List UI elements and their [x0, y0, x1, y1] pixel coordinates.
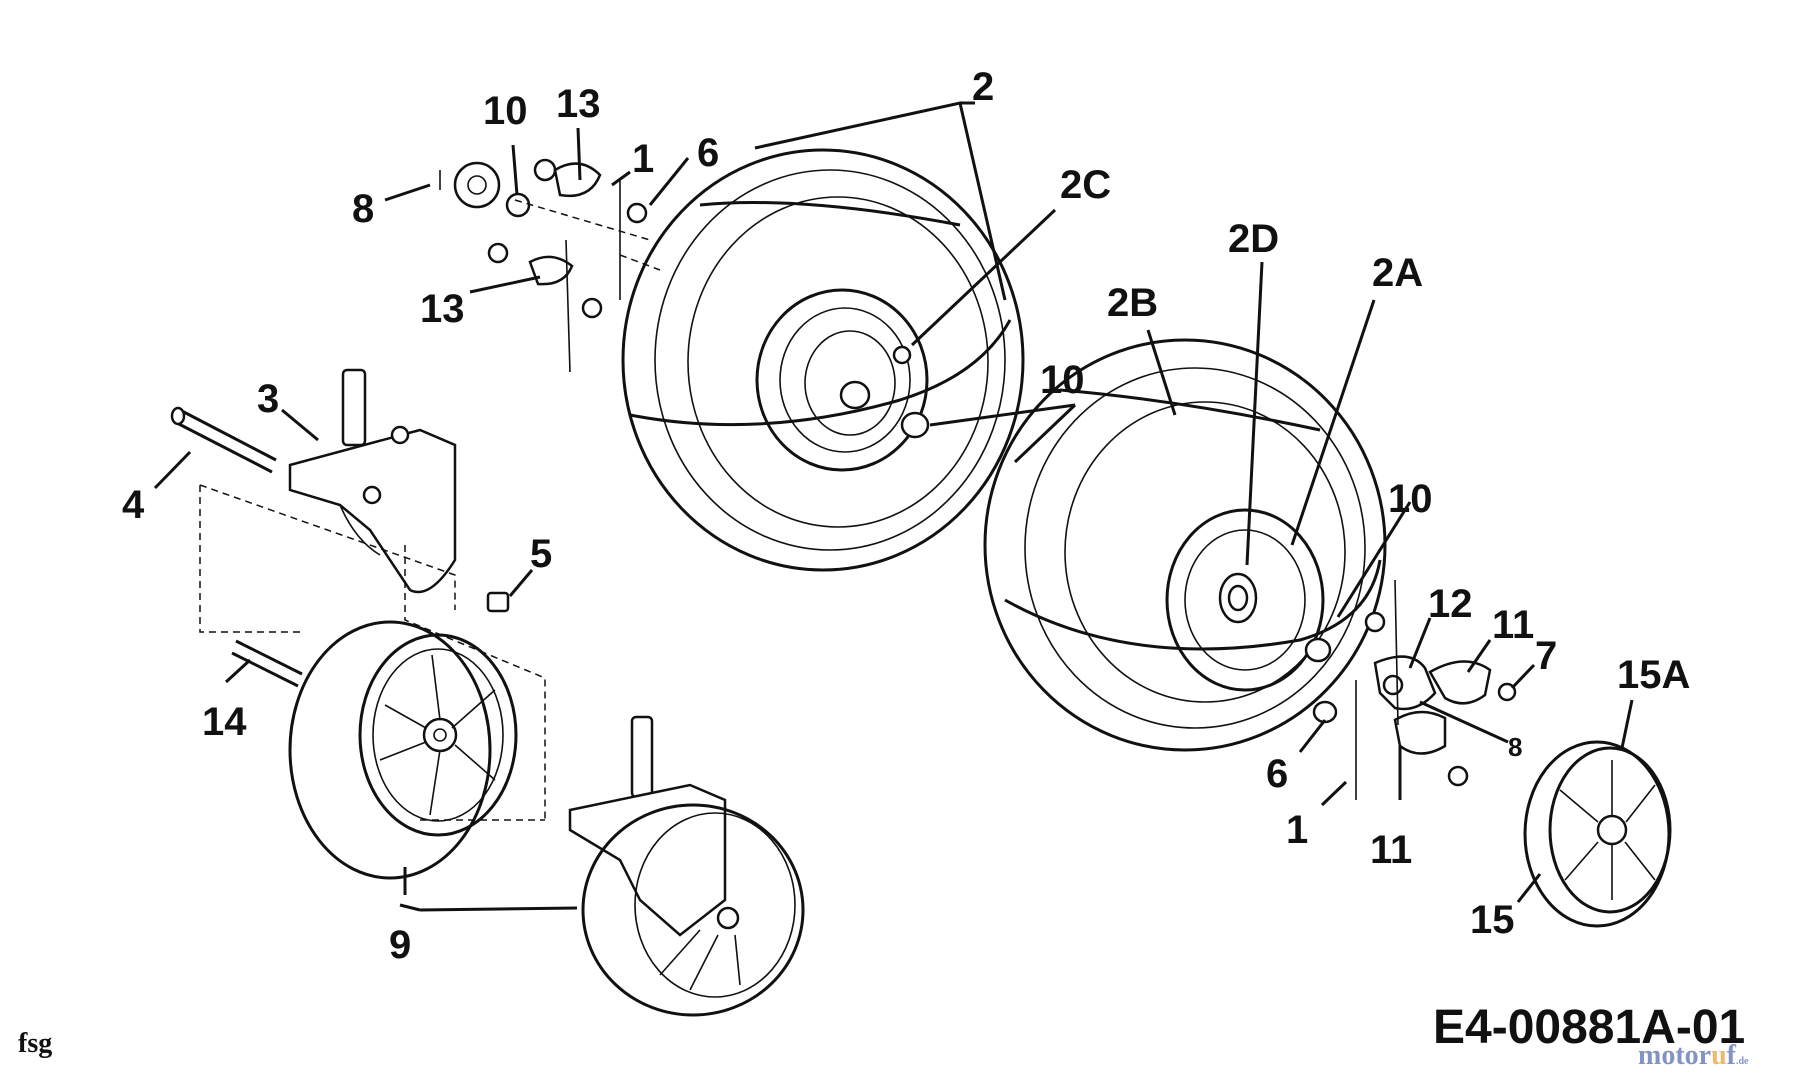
callout-10-right: 10: [1388, 477, 1433, 521]
watermark-logo: motoruf.de: [1638, 1040, 1748, 1072]
bracket-cluster-right: [1355, 579, 1517, 800]
callout-11-top: 11: [1492, 603, 1534, 647]
callout-13-top: 13: [556, 82, 601, 126]
callout-2D: 2D: [1228, 217, 1279, 261]
callout-10-top: 10: [483, 89, 528, 133]
leader-lines: [153, 101, 1634, 912]
large-wheel-top: [621, 148, 1025, 572]
callout-1-top: 1: [632, 137, 654, 181]
hardware-cluster-top: [439, 158, 661, 373]
callout-3: 3: [257, 377, 279, 421]
callout-15: 15: [1470, 898, 1515, 942]
watermark-main: motor: [1638, 1040, 1712, 1071]
caster-bracket: [170, 368, 457, 594]
caster-wheel-right: [568, 715, 805, 1017]
callout-7: 7: [1535, 634, 1557, 678]
callout-4: 4: [122, 483, 145, 527]
callout-6-top: 6: [697, 131, 719, 175]
callout-10-mid: 10: [1040, 358, 1085, 402]
callout-15A: 15A: [1617, 653, 1690, 697]
callout-6-bottom: 6: [1266, 752, 1288, 796]
callout-2B: 2B: [1107, 281, 1158, 325]
watermark-end: f: [1726, 1040, 1736, 1071]
callout-12: 12: [1428, 582, 1473, 626]
hubcap-15: [1523, 740, 1672, 928]
callout-8-left: 8: [352, 187, 374, 231]
callout-2A: 2A: [1372, 251, 1423, 295]
callout-14: 14: [202, 700, 247, 744]
assembly-dashes: [199, 484, 546, 821]
callout-11-bottom: 11: [1370, 828, 1412, 872]
watermark-tld: .de: [1735, 1056, 1749, 1067]
callout-8-right: 8: [1508, 732, 1522, 762]
watermark-accent: u: [1711, 1040, 1727, 1071]
callout-13-mid: 13: [420, 287, 465, 331]
callout-5: 5: [530, 532, 552, 576]
large-wheel-right: [983, 338, 1387, 752]
nut-5: [486, 591, 510, 613]
drawing-number: E4-00881A-01: [1433, 1001, 1746, 1054]
caster-wheel-left: [288, 620, 518, 880]
axle-14: [231, 639, 303, 688]
callout-9: 9: [389, 923, 411, 967]
callout-1-bottom: 1: [1286, 808, 1308, 852]
callout-2: 2: [972, 65, 994, 109]
footer-code: fsg: [18, 1028, 53, 1059]
callout-2C: 2C: [1060, 163, 1111, 207]
callout-labels: 2 2C 2D 2A 2B 1 6 10 13 13 8 3 4 5 14 9 …: [122, 65, 1690, 967]
